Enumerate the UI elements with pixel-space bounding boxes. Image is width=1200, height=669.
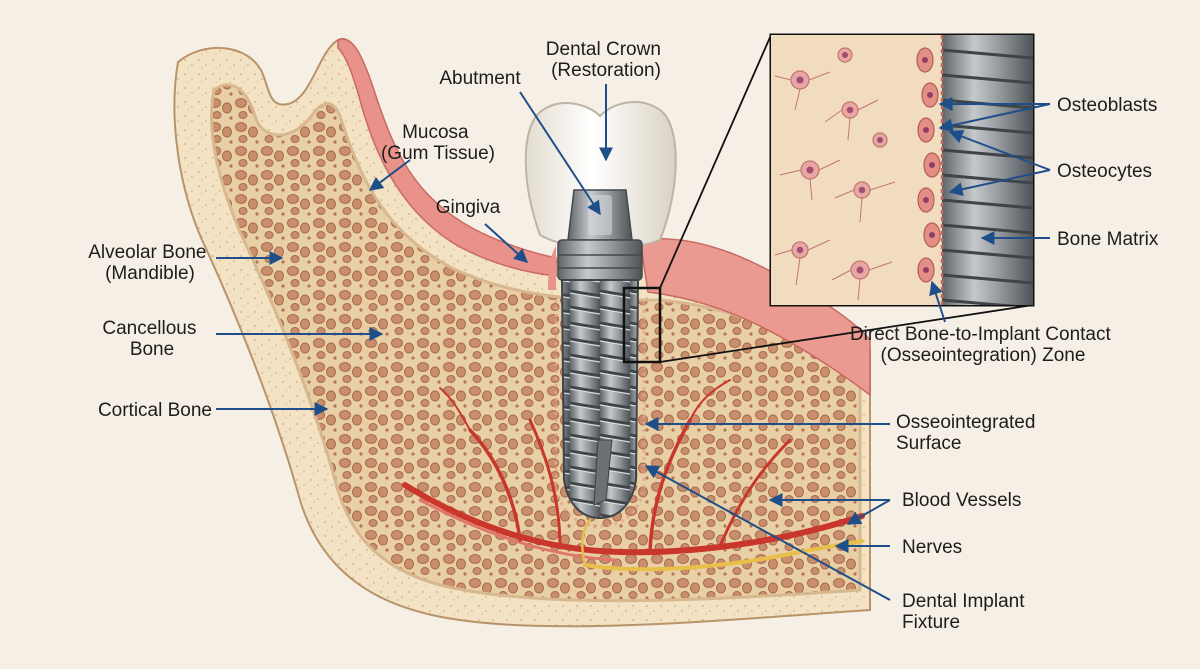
blood-vessels	[402, 379, 865, 562]
label-contact-zone: Direct Bone-to-Implant Contact (Osseoint…	[850, 324, 1116, 366]
label-mucosa: Mucosa (Gum Tissue)	[381, 122, 495, 164]
mandible	[173, 37, 871, 628]
label-cortical-bone: Cortical Bone	[98, 400, 212, 421]
arrow-gingiva	[484, 223, 529, 263]
zoom-region-box	[622, 286, 662, 364]
label-bone-matrix: Bone Matrix	[1057, 229, 1159, 250]
arrow-implant-fixture	[644, 465, 891, 601]
label-nerves: Nerves	[902, 537, 962, 558]
arrow-contact-zone	[929, 280, 946, 323]
label-cancellous-bone: Cancellous Bone	[102, 318, 201, 360]
gum-tissue	[337, 38, 871, 397]
label-alveolar-bone: Alveolar Bone (Mandible)	[88, 242, 212, 284]
arrow-osteocytes-1	[948, 129, 1051, 171]
label-implant-fixture: Dental Implant Fixture	[902, 591, 1030, 633]
arrow-abutment	[519, 91, 601, 216]
gingiva-right	[639, 238, 871, 397]
label-blood-vessels: Blood Vessels	[902, 490, 1021, 511]
label-osteocytes: Osteocytes	[1057, 161, 1152, 182]
label-dental-crown: Dental Crown (Restoration)	[546, 39, 666, 81]
magnified-inset	[769, 33, 1035, 307]
implant-collar	[557, 239, 643, 281]
arrow-osteocytes-2	[948, 169, 1051, 197]
label-osteoblasts: Osteoblasts	[1057, 95, 1157, 116]
arrow-osteoblasts-2	[938, 103, 1051, 133]
arrow-blood-vessels-2	[846, 499, 891, 525]
label-gingiva: Gingiva	[436, 197, 501, 218]
implant-fixture	[560, 279, 640, 520]
dental-implant	[524, 101, 677, 528]
arrow-mucosa	[368, 159, 411, 191]
label-osseointegrated-surface: Osseointegrated Surface	[896, 412, 1041, 454]
labels: Dental Crown (Restoration) Abutment Muco…	[88, 39, 1159, 633]
leader-arrows	[216, 84, 1051, 601]
label-abutment: Abutment	[439, 68, 521, 89]
